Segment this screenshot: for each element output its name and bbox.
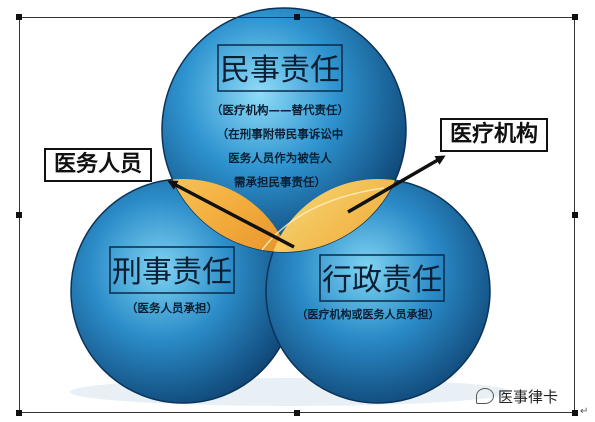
left-title-box [109, 246, 235, 294]
top-circle-line-3: 医务人员作为被告人 [228, 151, 332, 165]
wechat-icon [476, 388, 494, 404]
arrow-to-medical-institution [347, 155, 446, 214]
top-circle-line-1: （医疗机构——替代责任） [211, 103, 349, 117]
top-circle-line-2: （在刑事附带民事诉讼中 [217, 127, 344, 141]
right-circle-line-1: （医疗机构或医务人员承担） [297, 307, 440, 321]
top-title-box [217, 44, 343, 92]
resize-handle[interactable] [572, 212, 578, 218]
selection-frame [19, 17, 575, 413]
top-circle-line-4: 需承担民事责任） [234, 175, 326, 189]
resize-handle[interactable] [572, 14, 578, 20]
resize-handle[interactable] [572, 410, 578, 416]
label-medical-staff: 医务人员 [44, 148, 153, 182]
resize-handle[interactable] [16, 410, 22, 416]
left-circle-line-1: （医务人员承担） [126, 301, 218, 315]
resize-handle[interactable] [294, 14, 300, 20]
arrow-to-medical-staff [167, 180, 295, 249]
return-mark-icon: ↵ [580, 406, 589, 417]
overlap-highlight [261, 187, 385, 251]
left-circle-title: 刑事责任 [112, 255, 232, 290]
resize-handle[interactable] [16, 14, 22, 20]
overlap-region [162, 179, 406, 252]
watermark-text: 医事律卡 [498, 388, 559, 406]
right-title-box [319, 254, 445, 302]
resize-handle[interactable] [294, 410, 300, 416]
watermark: 医事律卡 [476, 386, 558, 407]
resize-handle[interactable] [16, 212, 22, 218]
top-circle-title: 民事责任 [220, 53, 340, 88]
label-medical-institution: 医疗机构 [440, 118, 549, 152]
right-circle-title: 行政责任 [322, 263, 442, 298]
